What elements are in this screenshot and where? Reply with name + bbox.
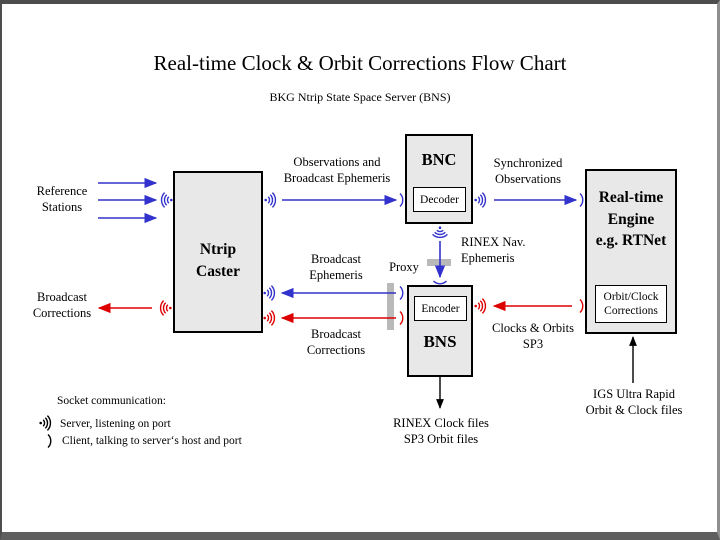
node-bnc: BNC Decoder <box>405 134 473 224</box>
server-socket-bnc-bottom-icon <box>431 225 449 239</box>
server-socket-bns-right-icon <box>473 297 487 315</box>
client-socket-engine-clocks-icon <box>579 298 584 314</box>
label-broadcast-corrections-out: Broadcast Corrections <box>32 290 92 320</box>
legend-client-socket-icon <box>47 433 52 449</box>
server-socket-bnc-right-icon <box>473 191 487 209</box>
server-socket-caster-right-corrections-icon <box>262 309 276 327</box>
label-synchronized-observations: Synchronized Observations <box>493 156 563 186</box>
node-bns: Encoder BNS <box>407 285 473 377</box>
ntrip-caster-label: Ntrip Caster <box>196 241 240 280</box>
client-socket-engine-obs-icon <box>579 192 584 208</box>
client-socket-bns-top-icon <box>432 280 448 285</box>
legend-title: Socket communication: <box>57 395 166 407</box>
client-socket-bns-corrections-icon <box>399 310 404 326</box>
client-socket-bnc-icon <box>399 192 404 208</box>
label-reference-stations: Reference Stations <box>36 184 88 214</box>
bnc-decoder-box: Decoder <box>413 187 466 212</box>
encoder-label: Encoder <box>421 302 460 315</box>
legend-server-text: Server, listening on port <box>60 418 171 430</box>
label-rinex-clock-files: RINEX Clock files SP3 Orbit files <box>393 416 489 446</box>
server-socket-caster-left-red-icon <box>159 299 173 317</box>
server-socket-caster-right-ephemeris-icon <box>262 284 276 302</box>
server-socket-caster-right-top-icon <box>263 191 277 209</box>
proxy-bar-horizontal <box>427 259 451 266</box>
page-subtitle: BKG Ntrip State Space Server (BNS) <box>269 90 451 104</box>
bns-label: BNS <box>423 332 457 351</box>
bnc-label: BNC <box>421 150 457 169</box>
node-ntrip-caster: Ntrip Caster <box>173 171 263 333</box>
engine-label: Real-time Engine e.g. RTNet <box>595 189 667 249</box>
orbit-clock-corrections-box: Orbit/Clock Corrections <box>595 285 667 323</box>
legend-client-text: Client, talking to server‘s host and por… <box>62 435 242 447</box>
label-clocks-orbits-sp3: Clocks & Orbits SP3 <box>492 321 574 351</box>
server-socket-caster-left-blue-icon <box>160 191 174 209</box>
page-title: Real-time Clock & Orbit Corrections Flow… <box>153 51 567 75</box>
bns-encoder-box: Encoder <box>414 296 467 321</box>
node-realtime-engine: Real-time Engine e.g. RTNet Orbit/Clock … <box>585 169 677 334</box>
proxy-bar-vertical <box>387 283 394 330</box>
label-observations-broadcast-ephemeris: Observations and Broadcast Ephemeris <box>283 155 391 185</box>
label-broadcast-corrections-mid: Broadcast Corrections <box>306 327 366 357</box>
client-socket-bns-ephemeris-icon <box>399 285 404 301</box>
label-broadcast-ephemeris-mid: Broadcast Ephemeris <box>309 252 363 282</box>
decoder-label: Decoder <box>420 193 459 206</box>
label-igs-ultra-rapid: IGS Ultra Rapid Orbit & Clock files <box>585 387 683 417</box>
legend-server-socket-icon <box>38 414 52 432</box>
label-proxy: Proxy <box>389 260 419 274</box>
label-rinex-nav-ephemeris: RINEX Nav. Ephemeris <box>461 235 526 265</box>
